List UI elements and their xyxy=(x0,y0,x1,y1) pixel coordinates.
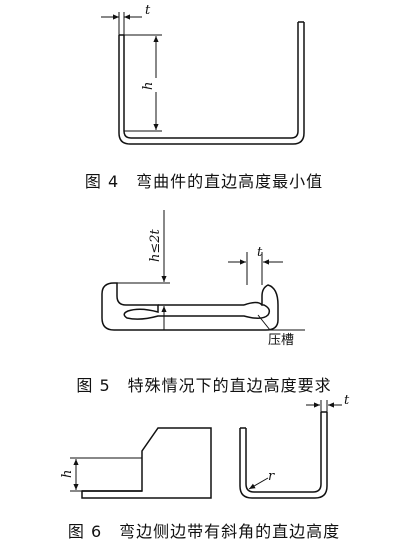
chamfered-flange-part xyxy=(81,427,212,499)
height-limit-dimension xyxy=(117,210,170,330)
thickness-dimension xyxy=(306,400,342,412)
height-limit-label: h≤2t xyxy=(148,228,163,262)
u-bent-part xyxy=(118,21,305,145)
thickness-dimension xyxy=(228,252,283,285)
radius-label: r xyxy=(268,469,275,484)
u-channel-side-view xyxy=(239,411,328,499)
thickness-label: t xyxy=(344,393,350,408)
groove-label: 压槽 xyxy=(268,333,294,348)
groove-leader xyxy=(257,314,271,331)
radius-leader xyxy=(248,477,269,490)
height-label: h xyxy=(141,82,156,90)
figure-6-caption: 图 6 弯边侧边带有斜角的直边高度 xyxy=(67,522,341,541)
figure-4-diagram: t h xyxy=(101,3,305,145)
figure-4-caption: 图 4 弯曲件的直边高度最小值 xyxy=(84,172,324,191)
height-label: h xyxy=(60,470,75,478)
height-dimension xyxy=(124,34,162,132)
figure-6-diagram: h r t xyxy=(60,393,350,499)
thickness-label: t xyxy=(257,245,263,260)
grooved-part xyxy=(101,282,279,331)
thickness-dimension xyxy=(101,12,142,35)
thickness-label: t xyxy=(145,3,151,18)
height-dimension xyxy=(70,457,142,492)
figure-5-caption: 图 5 特殊情况下的直边高度要求 xyxy=(76,376,332,395)
figure-5-diagram: h≤2t t 压槽 xyxy=(101,210,305,348)
